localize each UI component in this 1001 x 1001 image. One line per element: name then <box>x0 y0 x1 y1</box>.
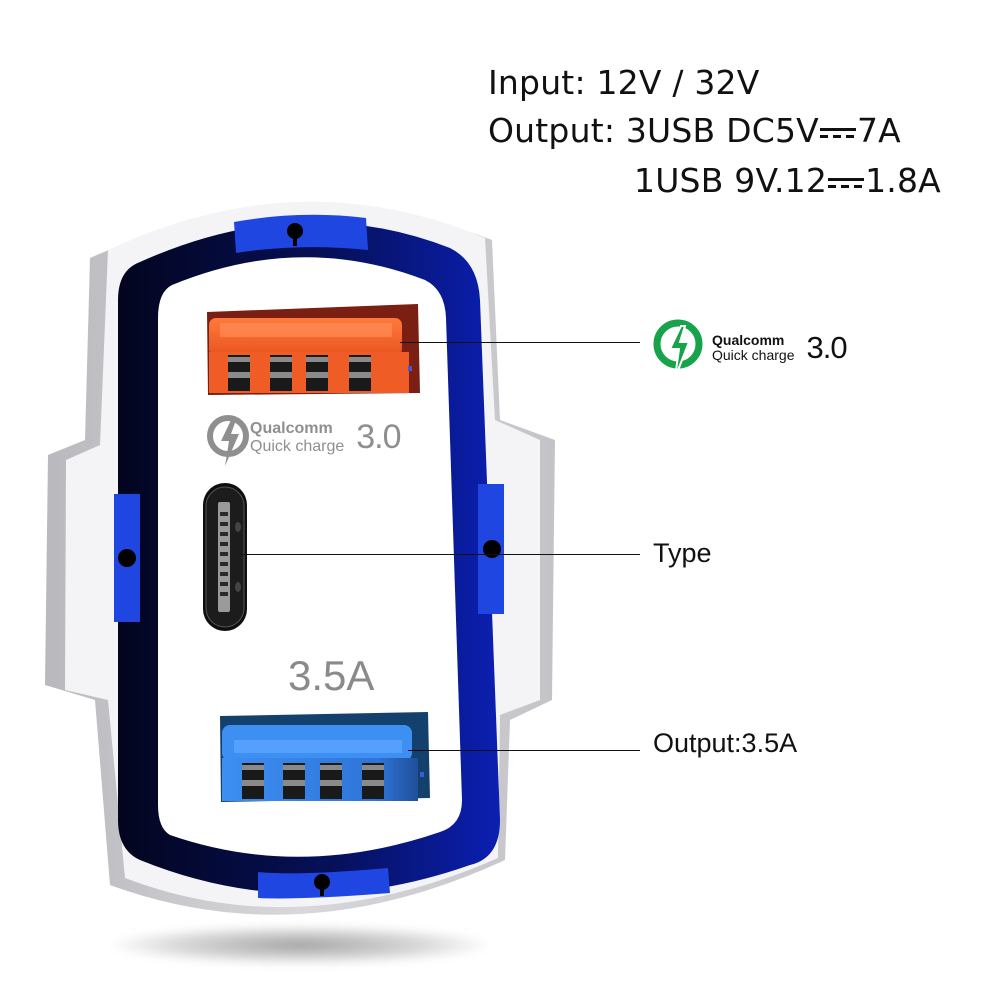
ring-screw-right <box>483 540 501 558</box>
type-c-label: Type <box>653 538 712 568</box>
output-line2-voltage: 9V.12 <box>734 161 828 200</box>
output-line1-voltage: DC5V <box>726 111 819 150</box>
qualcomm-subtitle: Quick charge <box>712 347 795 363</box>
callout-line-usb-blue <box>408 750 640 751</box>
output-line2-ports: 1USB <box>634 161 724 200</box>
spec-input-line: Input: 12V / 32V <box>488 66 760 99</box>
output-label: Output: <box>488 111 616 150</box>
input-value: 12V / 32V <box>596 63 760 102</box>
callout-line-qualcomm <box>400 342 640 343</box>
usb-blue-label: Output:3.5A <box>653 728 798 758</box>
spec-output-line-1: Output: 3USB DC5V 7A <box>488 114 901 147</box>
output-line2-current: 1.8A <box>865 161 941 200</box>
callout-line-type-c <box>240 554 640 555</box>
amp-rating-print: 3.5A <box>288 652 375 699</box>
output-line1-current: 7A <box>856 111 901 150</box>
qc-print-subtitle: Quick charge <box>250 437 345 455</box>
ring-screw-bottom-stem <box>320 884 324 896</box>
qualcomm-text: Qualcomm Quick charge <box>712 331 795 364</box>
qc-print-icon <box>207 415 249 466</box>
ring-screw-left <box>118 549 136 567</box>
spec-output-line-2: 1USB 9V.12 1.8A <box>634 164 941 197</box>
dc-current-icon <box>828 176 865 190</box>
inner-face <box>158 257 462 857</box>
device-shadow <box>110 925 490 965</box>
qualcomm-logo: Qualcomm Quick charge 3.0 <box>652 316 848 380</box>
input-label: Input: <box>488 63 586 102</box>
qualcomm-brand: Qualcomm <box>712 331 785 348</box>
usb-port-blue <box>220 712 430 802</box>
usb-port-orange <box>207 304 420 395</box>
dc-current-icon <box>819 126 856 140</box>
ring-screw-top-stem <box>293 234 297 246</box>
qc-print-text: Qualcomm Quick charge <box>250 420 344 455</box>
output-line1-ports: 3USB <box>625 111 716 150</box>
qc-print: Qualcomm Quick charge 3.0 <box>250 418 402 457</box>
ring-screw-top <box>287 223 303 239</box>
ring-screw-bottom <box>314 874 330 890</box>
qc-print-brand: Qualcomm <box>250 419 333 437</box>
qualcomm-version: 3.0 <box>806 330 847 365</box>
qc-print-version: 3.0 <box>356 418 401 456</box>
lightning-bolt-ring-icon <box>653 319 703 379</box>
usb-c-port <box>203 483 247 631</box>
